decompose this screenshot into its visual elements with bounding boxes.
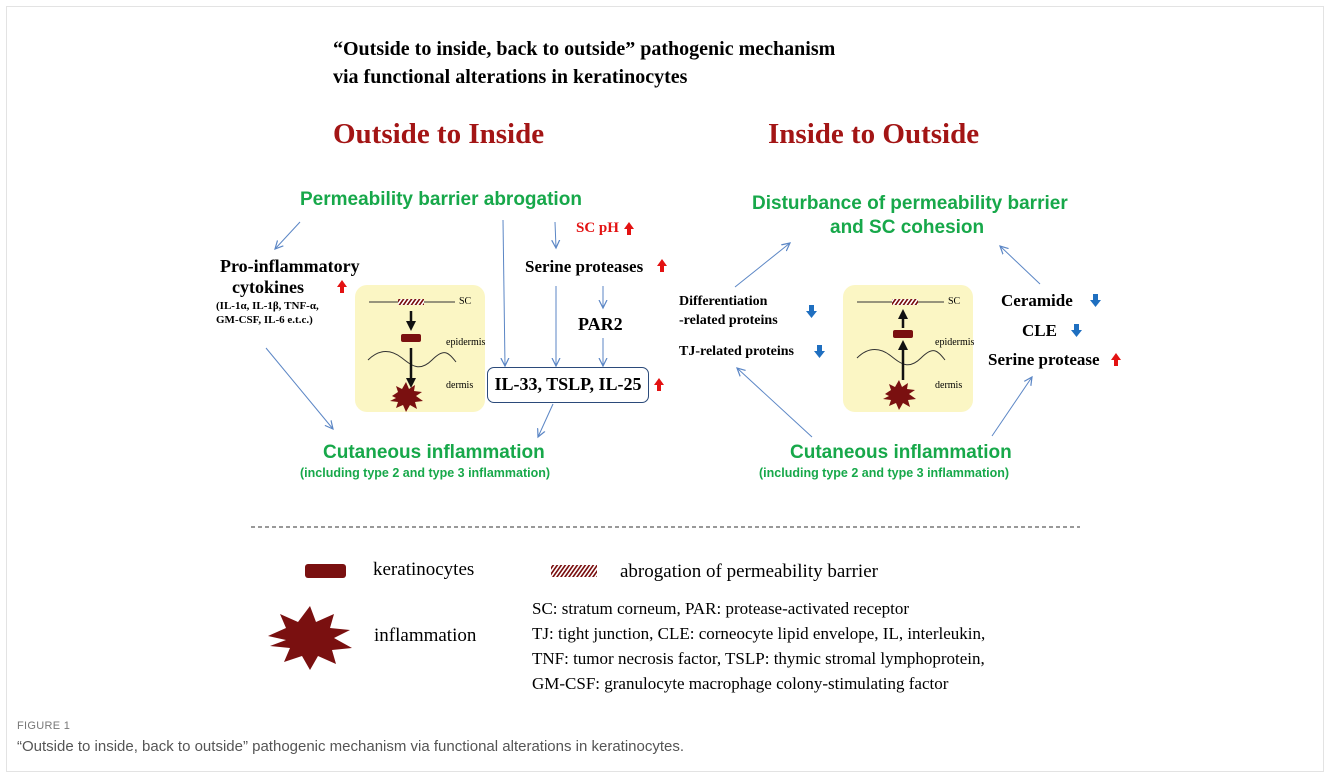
ceramide-label: Ceramide	[1001, 291, 1073, 310]
figure-title-line1: “Outside to inside, back to outside” pat…	[333, 38, 836, 60]
serine-protease-right-up-arrow-icon	[1111, 353, 1121, 366]
abbreviation-line3: TNF: tumor necrosis factor, TSLP: thymic…	[532, 649, 985, 668]
connector-inflammation-to-tj	[737, 368, 813, 438]
connector-ceramide-to-disturbance	[1000, 246, 1041, 285]
il-cytokine-label: IL-33, TSLP, IL-25	[494, 374, 642, 394]
differentiation-line1: Differentiation	[679, 294, 768, 309]
figure-title-line2: via functional alterations in keratinocy…	[333, 66, 688, 88]
differentiation-line2: -related proteins	[679, 313, 778, 328]
right-keratinocyte-icon	[893, 330, 913, 338]
tj-related-proteins: TJ-related proteins	[679, 344, 794, 359]
left-inflammation-icon	[390, 382, 423, 412]
legend-abrogation-icon	[551, 565, 597, 577]
cle-down-arrow-icon	[1071, 324, 1082, 337]
right-inflammation-icon	[883, 380, 916, 410]
right-barrier-abrogation-icon	[892, 299, 918, 305]
left-inflammation-subtitle: (including type 2 and type 3 inflammatio…	[300, 466, 551, 480]
left-sc-label: SC	[459, 296, 472, 307]
right-epidermis-label: epidermis	[935, 337, 975, 348]
connector-permeability-to-cytokines	[275, 221, 301, 249]
legend-inflammation-icon	[268, 606, 352, 670]
sc-ph-label: SC pH	[576, 220, 619, 236]
left-cutaneous-inflammation: Cutaneous inflammation	[323, 442, 545, 463]
cytokine-list-line2: GM-CSF, IL-6 e.t.c.)	[216, 314, 313, 326]
legend-abrogation: abrogation of permeability barrier	[620, 561, 878, 582]
legend-keratinocytes: keratinocytes	[373, 559, 475, 580]
right-panel-heading: Inside to Outside	[768, 118, 980, 150]
serine-protease-label: Serine protease	[988, 350, 1100, 369]
abbreviation-line4: GM-CSF: granulocyte macrophage colony-st…	[532, 674, 949, 693]
connector-differentiation-to-disturbance	[734, 243, 790, 288]
right-epidermis-wave	[856, 349, 946, 366]
disturbance-line1: Disturbance of permeability barrier	[752, 193, 1068, 214]
figure-caption-text: “Outside to inside, back to outside” pat…	[17, 738, 685, 755]
il-cytokine-box: IL-33, TSLP, IL-25	[487, 367, 649, 403]
legend-inflammation: inflammation	[374, 625, 477, 646]
right-dermis-label: dermis	[935, 380, 963, 391]
left-barrier-abrogation-icon	[398, 299, 424, 305]
right-cutaneous-inflammation: Cutaneous inflammation	[790, 442, 1012, 463]
connector-permeability-to-il-box	[503, 219, 505, 366]
par2-label: PAR2	[578, 314, 623, 334]
connector-inflammation-to-serine-protease	[991, 377, 1032, 437]
tj-down-arrow-icon	[814, 345, 825, 358]
serine-proteases-label: Serine proteases	[525, 257, 644, 276]
pro-inflammatory-line1: Pro-inflammatory	[220, 256, 360, 276]
cytokines-up-arrow-icon	[337, 280, 347, 293]
left-epidermis-label: epidermis	[446, 337, 486, 348]
serine-proteases-up-arrow-icon	[657, 259, 667, 272]
abbreviation-line2: TJ: tight junction, CLE: corneocyte lipi…	[532, 624, 986, 643]
pro-inflammatory-line2: cytokines	[232, 277, 304, 297]
ceramide-down-arrow-icon	[1090, 294, 1101, 307]
cle-label: CLE	[1022, 321, 1057, 340]
figure-frame	[6, 6, 1324, 772]
left-dermis-label: dermis	[446, 380, 474, 391]
connector-il-box-to-inflammation	[538, 403, 554, 437]
il-box-up-arrow-icon	[654, 378, 664, 391]
left-epidermis-wave	[367, 351, 457, 368]
cytokine-list-line1: (IL-1α, IL-1β, TNF-α,	[216, 300, 319, 312]
connector-permeability-to-serine	[555, 221, 556, 248]
left-keratinocyte-icon	[401, 334, 421, 342]
legend-keratinocyte-icon	[305, 564, 346, 578]
permeability-barrier-abrogation: Permeability barrier abrogation	[300, 189, 582, 210]
right-sc-label: SC	[948, 296, 961, 307]
left-skin-diagram	[355, 285, 485, 412]
connector-cytokines-to-inflammation	[265, 347, 333, 429]
abbreviation-line1: SC: stratum corneum, PAR: protease-activ…	[532, 599, 910, 618]
left-panel-heading: Outside to Inside	[333, 118, 545, 150]
disturbance-line2: and SC cohesion	[830, 217, 985, 238]
right-inflammation-subtitle: (including type 2 and type 3 inflammatio…	[759, 466, 1010, 480]
differentiation-down-arrow-icon	[806, 305, 817, 318]
figure-caption-label: FIGURE 1	[17, 720, 71, 732]
